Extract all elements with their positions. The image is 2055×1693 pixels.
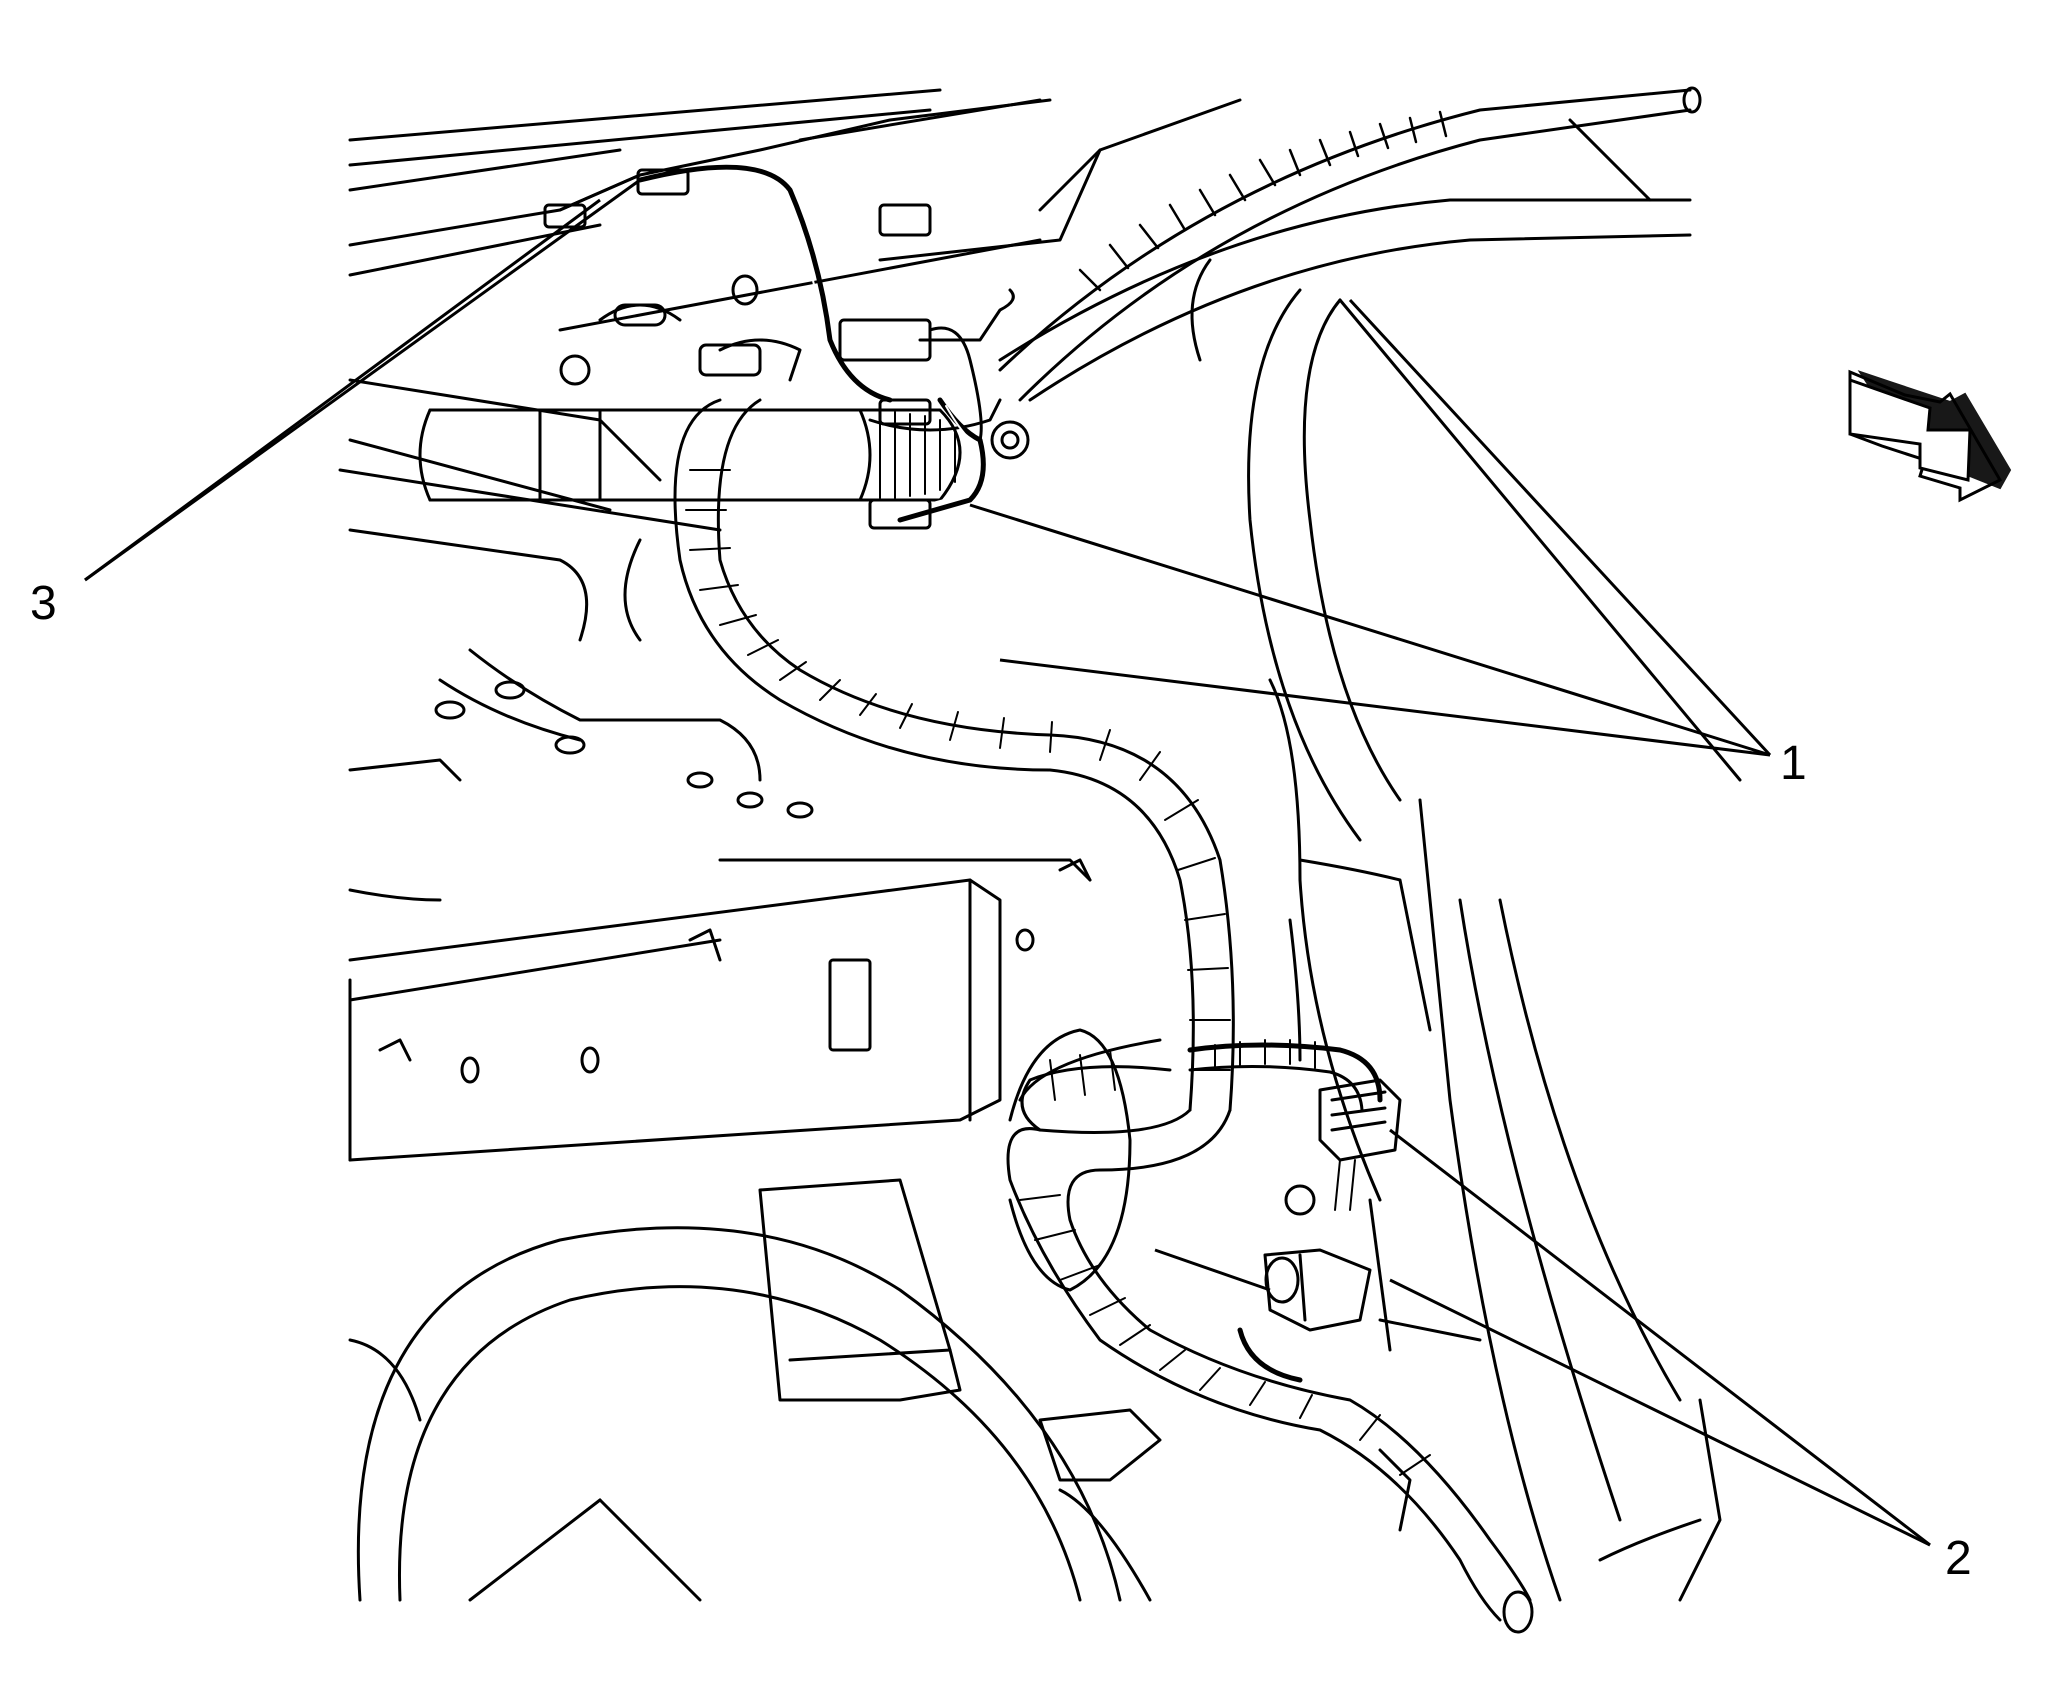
clip-retainer xyxy=(1240,1250,1370,1380)
wheel-well-cutout xyxy=(350,1030,1130,1600)
upper-connectors xyxy=(700,290,1013,528)
quarter-panel xyxy=(1060,680,1720,1600)
leader-lines xyxy=(85,180,1930,1545)
callout-2: 2 xyxy=(1945,1532,1972,1585)
callout-3: 3 xyxy=(30,577,57,630)
pigtail xyxy=(1190,1040,1380,1110)
rear-opening xyxy=(1000,120,1740,840)
bracket-box xyxy=(350,860,1160,1480)
upper-body-panel xyxy=(350,90,1240,384)
callout-1: 1 xyxy=(1780,737,1807,790)
upper-harness-conduit xyxy=(1000,88,1700,400)
upper-wire xyxy=(545,167,890,406)
trunk-floor xyxy=(340,380,812,1000)
direction-arrow-icon xyxy=(1850,372,2010,500)
lower-harness xyxy=(1008,1040,1532,1632)
